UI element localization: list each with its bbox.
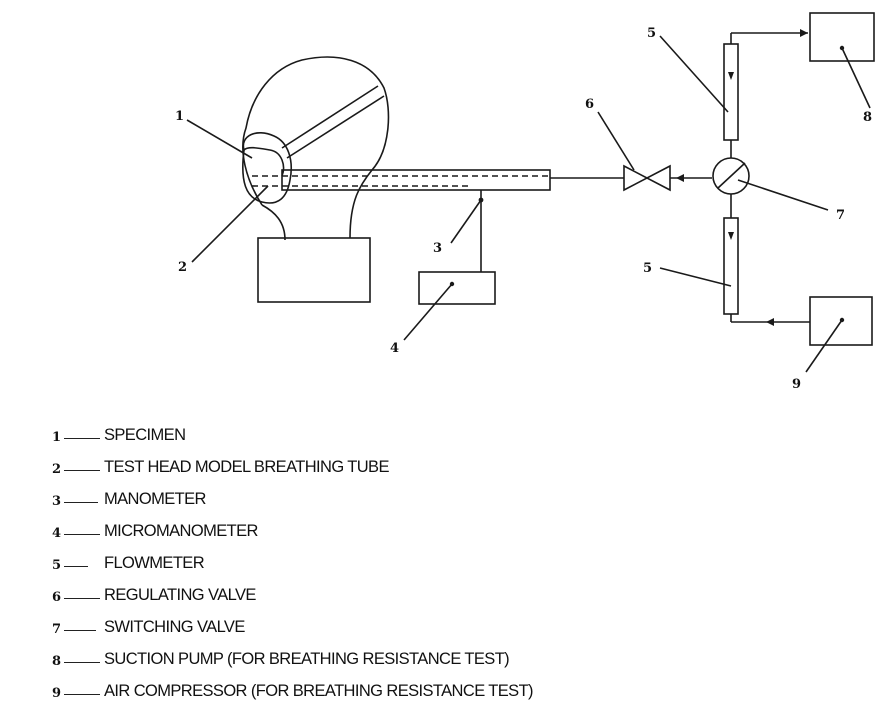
legend-label: MANOMETER [104, 490, 206, 508]
legend-label: SUCTION PUMP (FOR BREATHING RESISTANCE T… [104, 650, 510, 668]
legend-item: 3 MANOMETER [52, 490, 852, 522]
leader-8 [841, 47, 871, 109]
legend-dash [64, 470, 100, 471]
micromanometer-box [418, 271, 496, 305]
leader-9 [805, 319, 843, 373]
callout-5-top: 5 [647, 26, 656, 41]
legend-dash [64, 566, 88, 567]
legend-label: AIR COMPRESSOR (FOR BREATHING RESISTANCE… [104, 682, 534, 700]
legend-item: 7 SWITCHING VALVE [52, 618, 852, 650]
legend-item: 1 SPECIMEN [52, 426, 852, 458]
callout-3: 3 [433, 241, 442, 256]
legend-number: 5 [52, 558, 62, 573]
suction-pump-box [809, 12, 875, 62]
air-compressor-box [809, 296, 873, 346]
leader-5-top [659, 35, 729, 113]
legend-dash [64, 534, 100, 535]
leader-6 [597, 111, 635, 171]
test-setup-diagram: 1 2 3 4 5 6 7 5 8 9 [175, 12, 875, 392]
callout-5-bottom: 5 [643, 261, 652, 276]
legend-label: REGULATING VALVE [104, 586, 256, 604]
callout-6: 6 [585, 97, 594, 112]
legend-label: SPECIMEN [104, 426, 186, 444]
flowmeter-top-indicator [728, 72, 734, 80]
legend-item: 6 REGULATING VALVE [52, 586, 852, 618]
head-base-block [257, 237, 371, 303]
legend-number: 3 [52, 494, 62, 509]
flow-arrow-left [676, 174, 684, 182]
callout-2: 2 [178, 260, 187, 275]
legend-number: 2 [52, 462, 62, 477]
legend-dash [64, 438, 100, 439]
mask-strap [281, 85, 379, 149]
leader-2 [191, 185, 269, 263]
legend-dash [64, 598, 100, 599]
legend-number: 4 [52, 526, 62, 541]
legend-label: MICROMANOMETER [104, 522, 258, 540]
legend-item: 4 MICROMANOMETER [52, 522, 852, 554]
legend-number: 9 [52, 686, 62, 701]
legend: 1 SPECIMEN 2 TEST HEAD MODEL BREATHING T… [52, 426, 852, 714]
head-model-neck [261, 204, 286, 241]
legend-item: 8 SUCTION PUMP (FOR BREATHING RESISTANCE… [52, 650, 852, 682]
leader-1 [186, 119, 253, 159]
legend-label: SWITCHING VALVE [104, 618, 245, 636]
legend-number: 7 [52, 622, 62, 637]
legend-item: 2 TEST HEAD MODEL BREATHING TUBE [52, 458, 852, 490]
leader-3 [450, 199, 482, 244]
breathing-tube [281, 169, 551, 191]
legend-item: 5 FLOWMETER [52, 554, 852, 586]
legend-dash [64, 630, 96, 631]
callout-7: 7 [836, 208, 845, 223]
callout-1: 1 [175, 109, 184, 124]
head-model-outline [242, 56, 390, 239]
flowmeter-bottom-indicator [728, 232, 734, 240]
leader-4 [403, 283, 453, 341]
callout-8: 8 [863, 110, 872, 125]
legend-number: 6 [52, 590, 62, 605]
leader-5-bottom [659, 267, 732, 287]
legend-item: 9 AIR COMPRESSOR (FOR BREATHING RESISTAN… [52, 682, 852, 714]
callout-9: 9 [792, 377, 801, 392]
mask-specimen [242, 132, 292, 204]
legend-dash [64, 694, 100, 695]
flow-arrow-from-compressor [766, 318, 774, 326]
legend-number: 1 [52, 430, 62, 445]
legend-label: FLOWMETER [104, 554, 205, 572]
mask-strap-inner [286, 95, 385, 159]
flowmeter-top [723, 43, 739, 141]
flow-arrow-to-pump [800, 29, 808, 37]
legend-dash [64, 502, 98, 503]
callout-4: 4 [390, 341, 399, 356]
legend-number: 8 [52, 654, 62, 669]
legend-dash [64, 662, 100, 663]
mask-specimen-inner [243, 146, 285, 177]
legend-label: TEST HEAD MODEL BREATHING TUBE [104, 458, 389, 476]
leader-7 [737, 179, 829, 211]
switching-valve-slash [717, 162, 746, 189]
regulating-valve [623, 164, 671, 192]
